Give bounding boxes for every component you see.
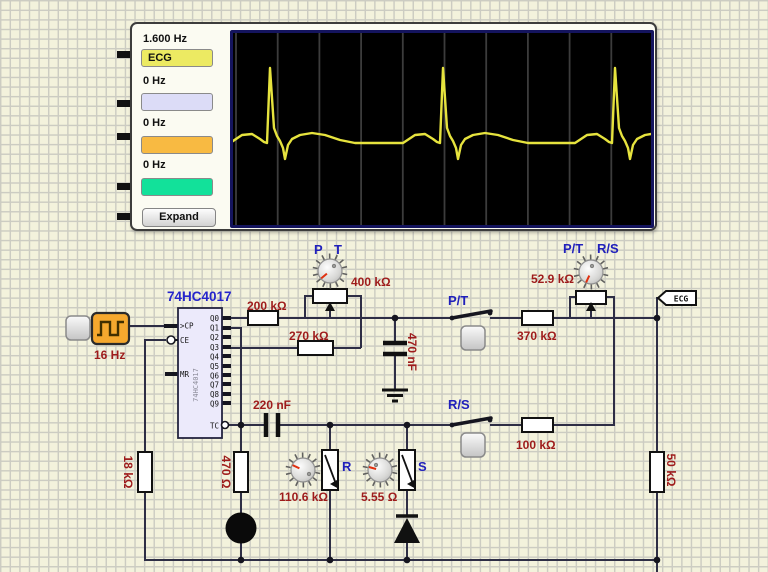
switch-pt-button[interactable] <box>460 325 486 351</box>
pot-52k9-label: 52.9 kΩ <box>531 272 574 286</box>
pin-cp: >CP <box>180 322 194 331</box>
pot-s-label: S <box>418 459 427 474</box>
resistor-18k-label: 18 kΩ <box>121 455 135 489</box>
square-wave-icon <box>97 320 124 337</box>
ecg-tag-text: ECG <box>674 295 689 304</box>
scope-input-stub <box>117 183 131 190</box>
wiper-arrow <box>330 480 339 489</box>
resistor-200k[interactable] <box>247 310 279 326</box>
wiper-arrow <box>407 480 416 489</box>
scope-trace-svg <box>233 33 651 225</box>
chip-pin-stubs <box>164 316 231 405</box>
scope-gridlines <box>235 33 613 225</box>
knob-r[interactable] <box>285 452 321 488</box>
channel-3-freq: 0 Hz <box>143 117 166 129</box>
pot-s-body[interactable] <box>398 449 416 491</box>
resistor-470ohm-label: 470 Ω <box>219 455 233 489</box>
pin-tc: TC <box>210 422 219 431</box>
resistor-270k[interactable] <box>297 340 334 356</box>
resistor-100k[interactable] <box>521 417 554 433</box>
pot-52k9-body[interactable] <box>575 290 607 311</box>
switch-rs-label: R/S <box>448 397 470 412</box>
ecg-trace <box>233 66 651 161</box>
pot-r-label: R <box>342 459 352 474</box>
pin-q4: Q4 <box>210 353 220 362</box>
knob-400k[interactable] <box>312 253 348 289</box>
capacitor-220n-label: 220 nF <box>253 398 292 412</box>
resistor-370k[interactable] <box>521 310 554 326</box>
junction-dots <box>237 314 661 564</box>
pot-p-label: P <box>314 242 323 257</box>
scope-input-stub <box>117 51 131 58</box>
scope-input-stub <box>117 133 131 140</box>
switch-rs-button[interactable] <box>460 432 486 458</box>
channel-2-box[interactable] <box>141 93 213 111</box>
pin-mr: MR <box>180 370 190 379</box>
pin-ce: CE <box>180 336 190 345</box>
diode[interactable] <box>394 514 420 543</box>
channel-2-freq: 0 Hz <box>143 75 166 87</box>
expand-button[interactable]: Expand <box>142 208 216 227</box>
ecg-net-tag[interactable]: ECG <box>656 290 697 306</box>
capacitor-220n[interactable] <box>263 413 281 437</box>
capacitor-470n[interactable] <box>383 340 407 357</box>
pin-q1: Q1 <box>210 324 219 333</box>
channel-1-box[interactable]: ECG <box>141 49 213 67</box>
channel-4-freq: 0 Hz <box>143 159 166 171</box>
scope-input-stub <box>117 213 131 220</box>
resistor-470ohm[interactable] <box>233 451 249 493</box>
wiper-arrow <box>325 302 335 311</box>
pot-400k-body[interactable] <box>312 288 348 311</box>
resistor-18k[interactable] <box>137 451 153 493</box>
resistor-370k-label: 370 kΩ <box>517 329 557 343</box>
pot-pt-label: P/T <box>563 241 584 256</box>
knob-52k9[interactable] <box>573 254 609 290</box>
clock-source[interactable] <box>90 311 131 346</box>
pot-400k-label: 400 kΩ <box>351 275 391 289</box>
channel-1-freq: 1.600 Hz <box>143 33 188 45</box>
scope-input-stub <box>117 100 131 107</box>
clock-push-button[interactable] <box>65 315 91 341</box>
chip-74hc4017[interactable]: >CP CE MR Q0 Q1 Q2 Q3 Q4 Q5 Q6 Q7 Q8 Q9 … <box>164 307 231 439</box>
pin-q5: Q5 <box>210 362 219 371</box>
pin-q7: Q7 <box>210 381 219 390</box>
pot-t-label: T <box>334 242 342 257</box>
scope-panel: 1.600 Hz ECG 0 Hz 0 Hz 0 Hz Expand <box>130 22 657 231</box>
pin-q9: Q9 <box>210 400 219 409</box>
pin-q0: Q0 <box>210 314 220 323</box>
ground-symbol <box>382 388 408 403</box>
scope-screen <box>230 30 654 228</box>
channel-1-label: ECG <box>148 52 172 64</box>
speaker-node[interactable] <box>225 512 257 544</box>
pin-q3: Q3 <box>210 343 219 352</box>
capacitor-470n-label: 470 nF <box>405 332 419 372</box>
resistor-50k[interactable] <box>649 451 665 493</box>
channel-4-box[interactable] <box>141 178 213 196</box>
knob-s[interactable] <box>362 452 398 488</box>
resistor-270k-label: 270 kΩ <box>289 329 329 343</box>
resistor-100k-label: 100 kΩ <box>516 438 556 452</box>
chip-inner-label: 74HC4017 <box>192 368 200 402</box>
pot-rs-label: R/S <box>597 241 619 256</box>
resistor-50k-label: 50 kΩ <box>664 453 678 487</box>
switch-pt-label: P/T <box>448 293 469 308</box>
resistor-200k-label: 200 kΩ <box>247 299 287 313</box>
wiper-arrow <box>586 302 596 311</box>
pot-r-body[interactable] <box>321 449 339 491</box>
chip-body[interactable] <box>177 307 223 439</box>
pot-r-value-label: 110.6 kΩ <box>279 490 328 504</box>
tc-inversion-bubble <box>220 420 230 430</box>
switch-rs[interactable] <box>449 416 493 458</box>
clock-freq-label: 16 Hz <box>94 348 126 362</box>
chip-title: 74HC4017 <box>167 289 232 304</box>
switch-pt[interactable] <box>449 309 493 351</box>
pin-q8: Q8 <box>210 390 220 399</box>
channel-3-box[interactable] <box>141 136 213 154</box>
ce-inversion-bubble <box>166 335 176 345</box>
pot-s-value-label: 5.55 Ω <box>361 490 398 504</box>
pin-q6: Q6 <box>210 372 220 381</box>
pin-q2: Q2 <box>210 333 219 342</box>
chip-pin-labels: >CP CE MR Q0 Q1 Q2 Q3 Q4 Q5 Q6 Q7 Q8 Q9 … <box>180 314 219 431</box>
